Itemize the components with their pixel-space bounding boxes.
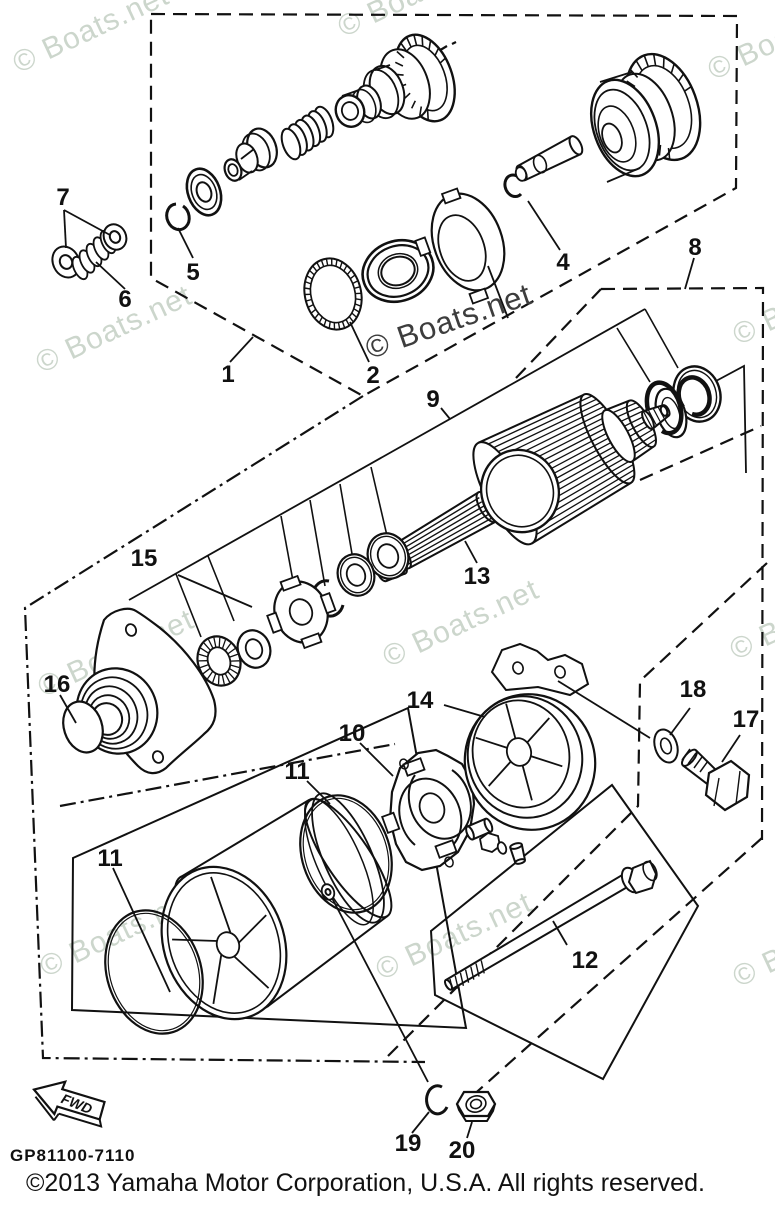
- svg-text:6: 6: [118, 286, 131, 313]
- svg-text:5: 5: [186, 259, 199, 286]
- svg-text:12: 12: [572, 947, 599, 974]
- svg-text:9: 9: [426, 386, 439, 413]
- svg-text:7: 7: [56, 184, 69, 211]
- svg-text:19: 19: [395, 1130, 422, 1157]
- svg-text:13: 13: [464, 563, 491, 590]
- svg-text:14: 14: [407, 687, 434, 714]
- svg-text:10: 10: [339, 720, 366, 747]
- svg-text:17: 17: [733, 706, 760, 733]
- svg-text:11: 11: [284, 758, 309, 785]
- svg-text:GP81100-7110: GP81100-7110: [10, 1146, 135, 1165]
- svg-text:18: 18: [680, 676, 707, 703]
- svg-text:8: 8: [688, 234, 701, 261]
- svg-text:1: 1: [221, 361, 234, 388]
- svg-text:16: 16: [44, 671, 71, 698]
- svg-text:15: 15: [131, 545, 158, 572]
- svg-text:2: 2: [366, 362, 379, 389]
- svg-text:20: 20: [449, 1137, 476, 1164]
- svg-text:©2013 Yamaha Motor Corporation: ©2013 Yamaha Motor Corporation, U.S.A. A…: [26, 1169, 705, 1197]
- svg-text:11: 11: [97, 845, 122, 872]
- svg-text:4: 4: [556, 249, 570, 276]
